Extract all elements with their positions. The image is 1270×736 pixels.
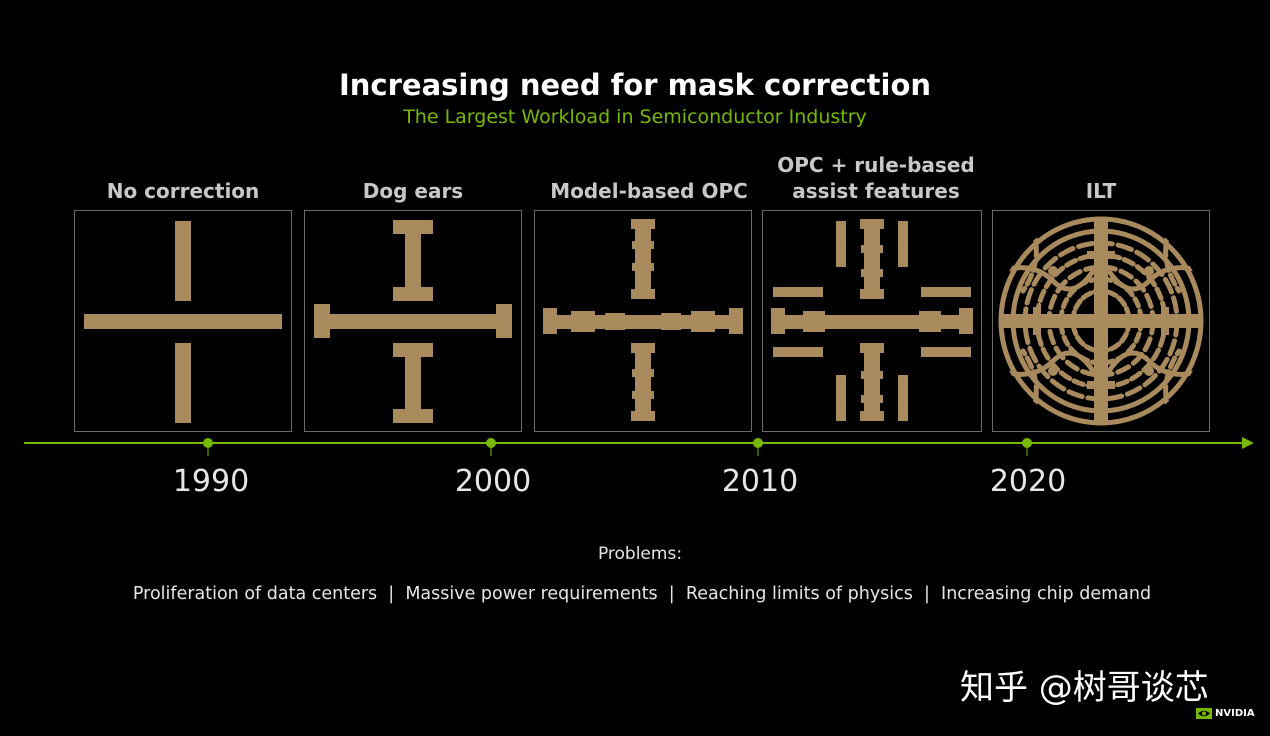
problems-label: Problems:	[597, 544, 683, 564]
year-label-2000: 2000	[454, 464, 532, 499]
watermark: 知乎 @树哥谈芯	[960, 668, 1209, 708]
stage-label-dog-ears: Dog ears	[362, 179, 464, 203]
mask-panel-ilt	[992, 210, 1210, 432]
mask-pattern-model-based-opc	[543, 219, 743, 421]
mask-pattern-dog-ears	[314, 220, 512, 423]
timeline-arrow-icon	[1242, 437, 1254, 449]
logo-text: NVIDIA	[1215, 708, 1255, 719]
mask-panel-opc-assist-features	[762, 210, 982, 432]
mask-pattern-ilt	[998, 216, 1204, 426]
year-label-1990: 1990	[172, 464, 250, 499]
page-title: Increasing need for mask correction	[338, 68, 932, 102]
mask-panel-model-based-opc	[534, 210, 752, 432]
year-label-2020: 2020	[989, 464, 1067, 499]
problems-list: Proliferation of data centers | Massive …	[132, 584, 1152, 604]
stage-label-no-correction: No correction	[106, 179, 260, 203]
mask-panel-no-correction	[74, 210, 292, 432]
nvidia-logo: NVIDIA	[1196, 708, 1255, 719]
mask-pattern-opc-assist-features	[771, 219, 973, 421]
nvidia-eye-icon	[1196, 708, 1212, 719]
stage-label-ilt: ILT	[1085, 179, 1117, 203]
year-label-2010: 2010	[721, 464, 799, 499]
timeline	[24, 437, 1254, 456]
mask-panel-dog-ears	[304, 210, 522, 432]
stage-label-opc-assist: OPC + rule-based assist features	[777, 153, 975, 203]
stage-label-model-based-opc: Model-based OPC	[550, 179, 748, 203]
mask-pattern-no-correction	[84, 221, 282, 423]
page-subtitle: The Largest Workload in Semiconductor In…	[403, 106, 867, 128]
